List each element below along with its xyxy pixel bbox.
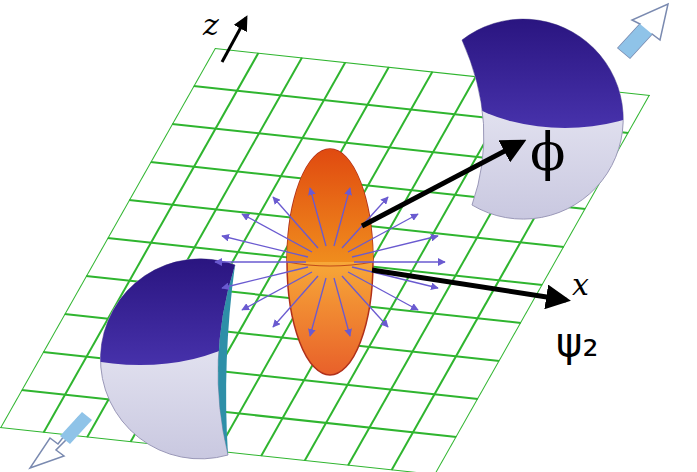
x-axis-arrow (372, 270, 566, 300)
angle-symbol: ϕ (530, 126, 565, 178)
axis-label: z (203, 10, 219, 40)
axis-label: x (572, 270, 589, 300)
z-axis-arrow (222, 18, 246, 62)
nucleus-right (462, 4, 668, 219)
phi-arrow (362, 142, 522, 226)
nucleus-left (30, 259, 235, 468)
plane-symbol: ψ₂ (556, 322, 598, 362)
flow-arrows (215, 188, 445, 336)
